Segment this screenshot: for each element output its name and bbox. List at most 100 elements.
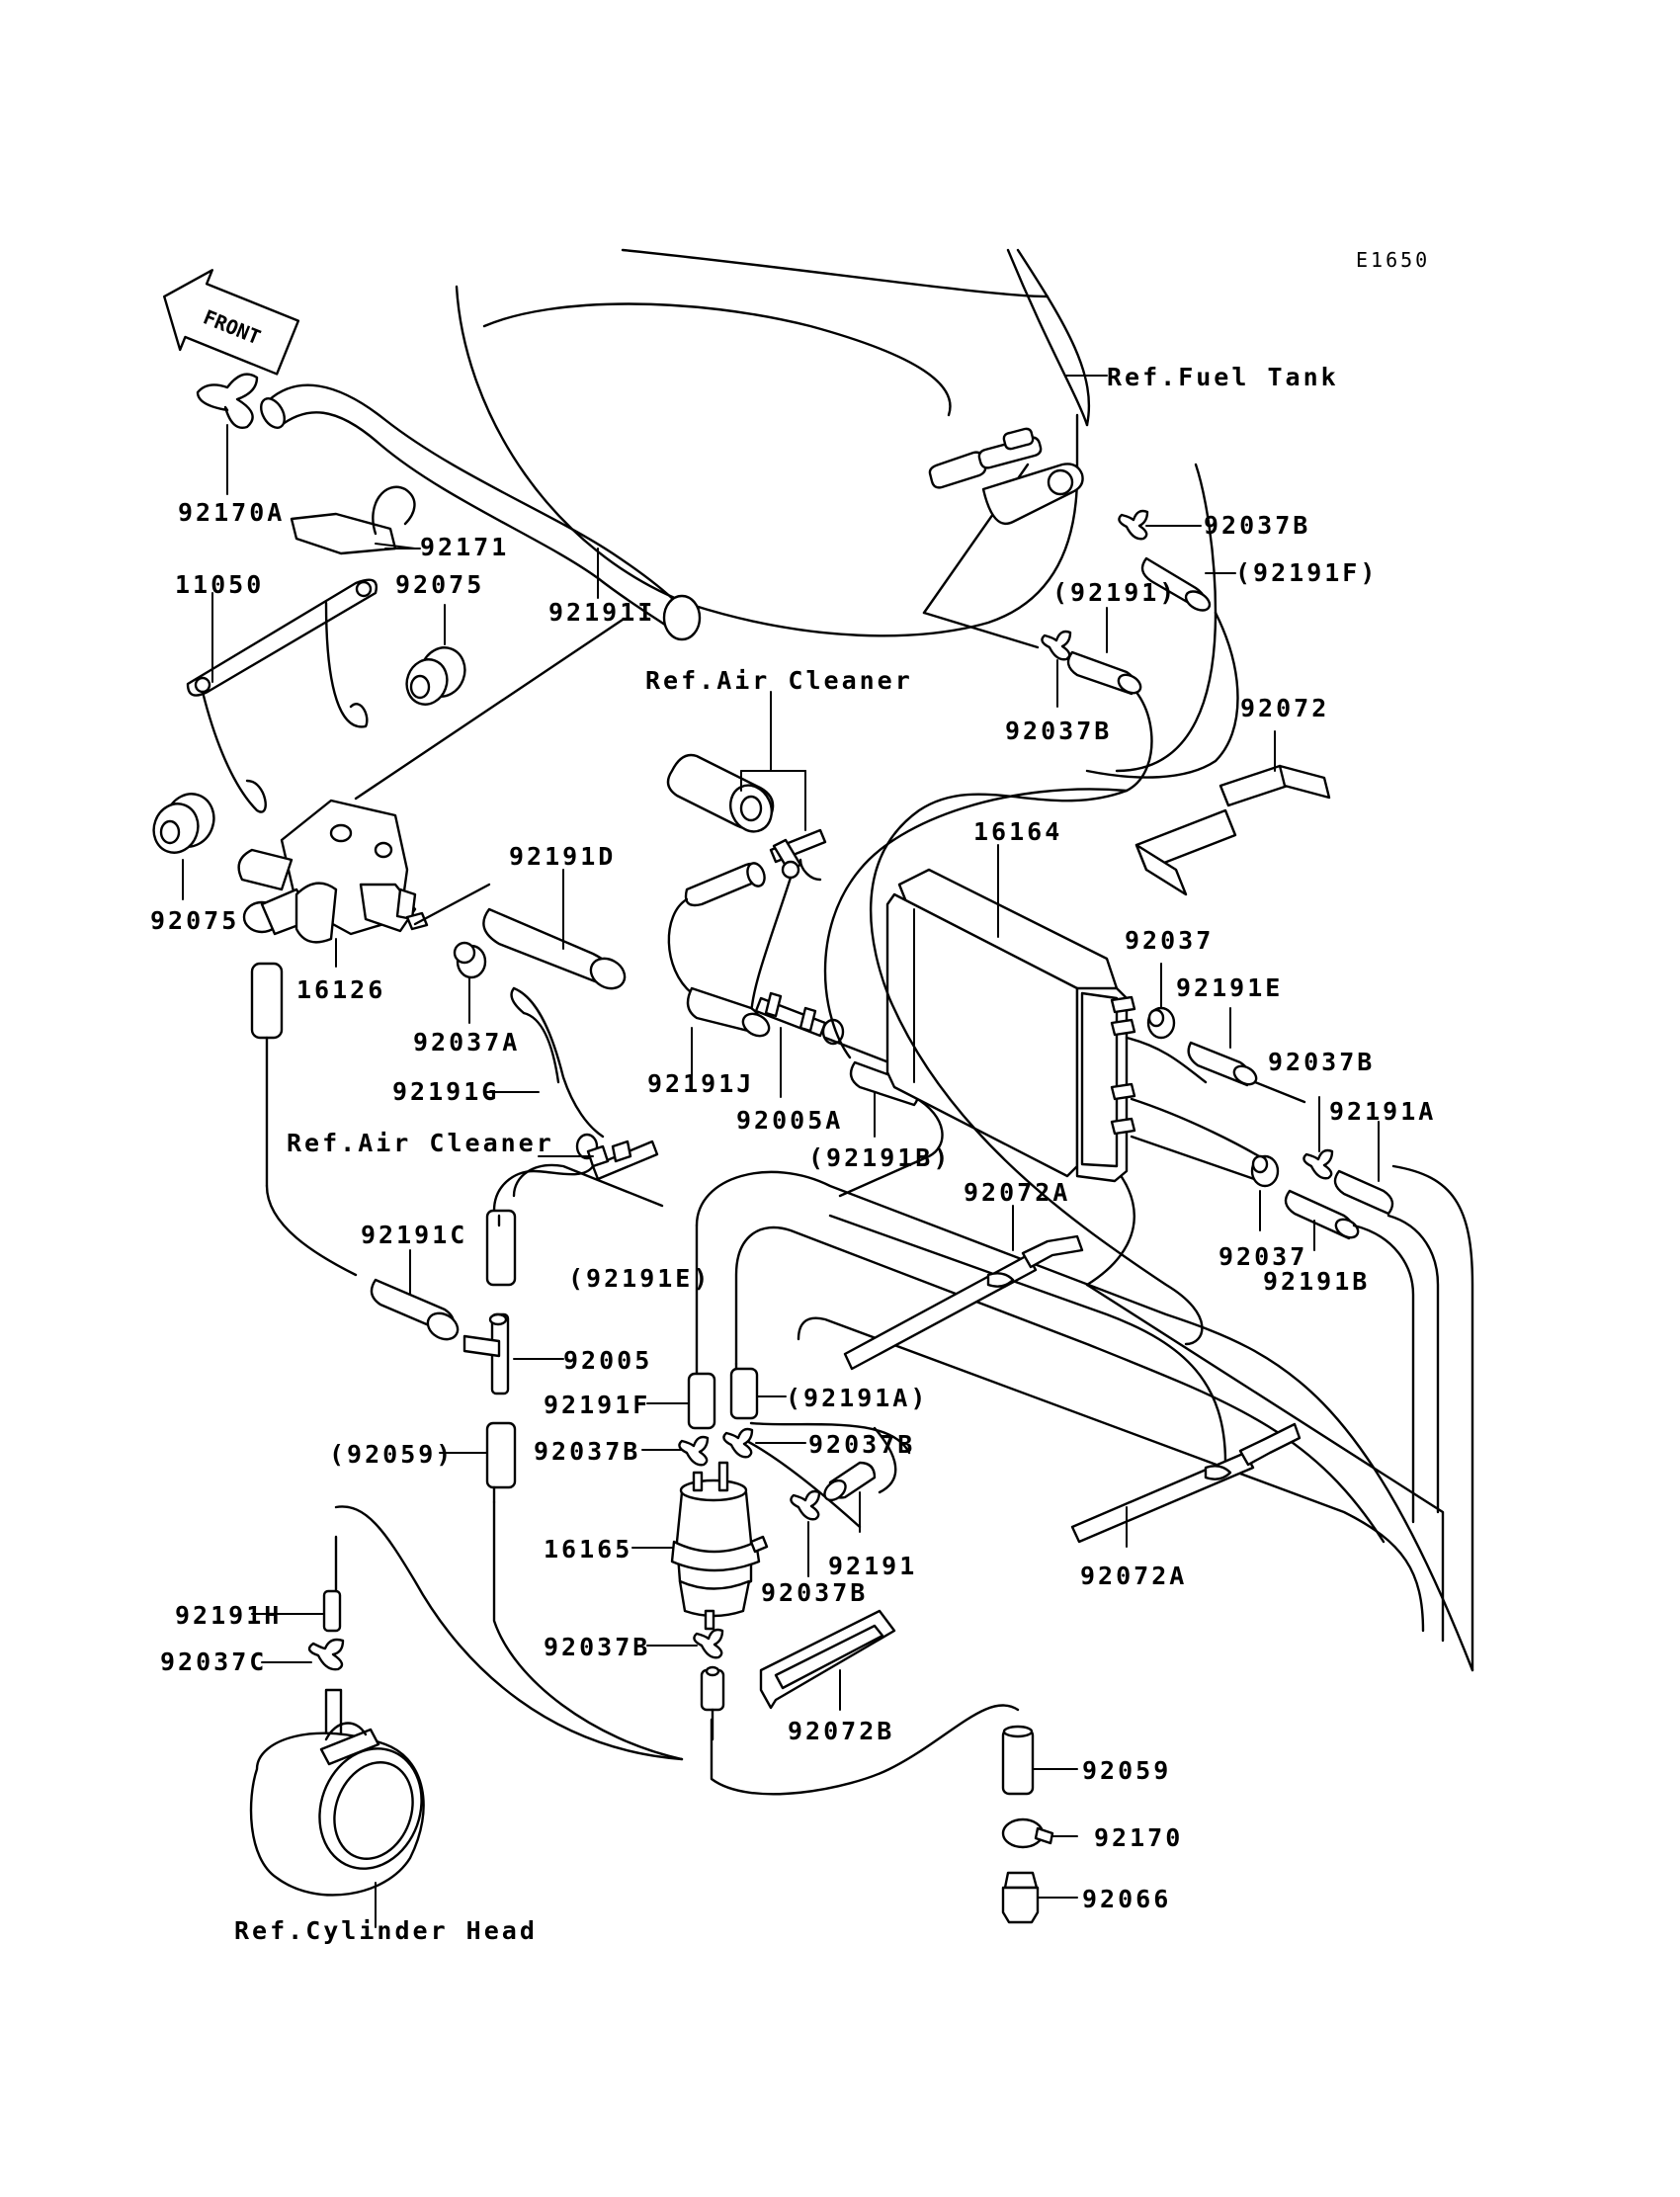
fuel-tank-outline [455,248,1091,649]
label-92191E: 92191E [1176,973,1283,1002]
front-arrow: FRONT [163,269,300,376]
label-92005A: 92005A [736,1106,843,1135]
air-cleaner-tee-upper [666,691,827,1020]
label-ref-cylinder-head: Ref.Cylinder Head [234,1916,538,1945]
label-92191B-paren: (92191B) [808,1143,951,1172]
label-ref-air-cleaner-a: Ref.Air Cleaner [645,666,913,695]
label-92066: 92066 [1082,1885,1171,1913]
label-92075-b: 92075 [150,906,239,935]
bracket-92171 [290,485,416,555]
label-16164: 16164 [973,817,1062,846]
label-92191B: 92191B [1263,1267,1370,1296]
strap-92072B [759,1609,896,1711]
label-16126: 16126 [296,975,385,1004]
label-92170A: 92170A [178,498,285,527]
strap-92072A-lower [1070,1422,1302,1548]
hose-92191I [260,383,702,641]
hose-92191C [250,962,460,1341]
bracket-11050 [186,578,378,813]
clamp-92037B-pump-bottom [646,1628,724,1659]
clamp-92037B-pump-right [722,1421,911,1459]
label-92059-paren: (92059) [329,1440,454,1469]
label-92191A-paren: (92191A) [786,1384,928,1412]
label-92191F-paren: (92191F) [1235,558,1378,587]
hose-92191E-right [1187,1007,1306,1104]
clamp-92037B-top [1118,509,1202,541]
label-92171: 92171 [420,533,509,561]
return-hose-lines [334,1214,1020,1796]
label-92037B-e: 92037B [808,1430,915,1459]
cylinder-head-pipe [249,1535,425,1928]
strap-92072A-upper [843,1205,1084,1371]
label-92072B: 92072B [788,1717,894,1745]
clamp-92037C [261,1638,345,1671]
clamp-92037-upper [1146,963,1176,1040]
label-92191-paren: (92191) [1052,578,1177,607]
label-92191I: 92191I [548,598,655,627]
label-92037-a: 92037 [1125,926,1214,955]
clip-92170A [196,373,259,495]
grommet-92075-lower [152,793,215,900]
label-11050: 11050 [175,570,264,599]
hose-92191J [667,862,771,1076]
fuel-pump-16165 [631,1461,769,1631]
label-92037B-g: 92037B [544,1633,650,1661]
fuel-tank-fittings [928,427,1084,525]
label-ref-fuel-tank: Ref.Fuel Tank [1107,363,1339,391]
label-92037A: 92037A [413,1028,520,1056]
label-92072A-b: 92072A [1080,1562,1187,1590]
clip-92170 [1001,1817,1078,1849]
label-92191D: 92191D [509,842,616,871]
label-ref-air-cleaner-b: Ref.Air Cleaner [287,1129,554,1157]
hose-92191F-lower [646,1372,716,1430]
clamp-92037B-pump-left [641,1435,710,1467]
label-92059: 92059 [1082,1756,1171,1785]
hose-92191-top [1066,607,1142,696]
clamp-92037B-second [1041,630,1072,708]
label-92075-a: 92075 [395,570,484,599]
label-92191A: 92191A [1329,1097,1436,1126]
label-92191C: 92191C [361,1221,467,1249]
label-92037-b: 92037 [1218,1242,1307,1271]
hose-92191H [251,1589,342,1633]
hose-92191D [482,869,627,990]
clamp-92037A [453,941,487,1024]
tee-92005 [439,1164,595,1504]
clamp-92037B-right [1302,1096,1334,1180]
label-92191J: 92191J [647,1069,754,1098]
label-92170: 92170 [1094,1823,1183,1852]
canister-16164 [885,844,1277,1183]
label-92037B-f: 92037B [761,1578,868,1607]
label-92005: 92005 [563,1346,652,1375]
label-92191H: 92191H [175,1601,282,1630]
label-92072: 92072 [1240,694,1329,722]
label-16165: 16165 [544,1535,632,1563]
buckle-92072 [1134,730,1331,896]
label-92037B-c: 92037B [1268,1048,1375,1076]
label-92037B-b: 92037B [1005,717,1112,745]
valve-16126 [237,618,625,968]
clamp-92037B-pump-lower [790,1489,821,1577]
label-92037B-d: 92037B [534,1437,640,1466]
label-92191-b: 92191 [828,1552,917,1580]
plug-92066 [1001,1871,1078,1924]
hose-92059 [1001,1725,1078,1796]
label-92191G: 92191G [392,1077,499,1106]
label-92037B-a: 92037B [1204,511,1310,540]
grommet-92075-upper [405,604,466,706]
label-92191E-paren: (92191E) [568,1264,711,1293]
label-92072A-a: 92072A [964,1178,1070,1207]
hose-92191A-right [1333,1121,1474,1672]
hose-92191B-right [1284,1189,1415,1524]
hose-pump-bottom [700,1665,725,1741]
hose-92191F-top [1140,556,1236,612]
hose-92191A-lower [729,1367,787,1420]
diagram-code: E1650 [1356,248,1430,272]
label-92037C: 92037C [160,1648,267,1676]
fuel-tank-vent-loop [823,463,1239,1346]
clamp-92037-lower [1250,1154,1280,1231]
diagram-labels: E1650 Ref.Fuel Tank 92037B (92191F) (921… [150,248,1436,1945]
hose-92191-pump [823,1461,877,1533]
